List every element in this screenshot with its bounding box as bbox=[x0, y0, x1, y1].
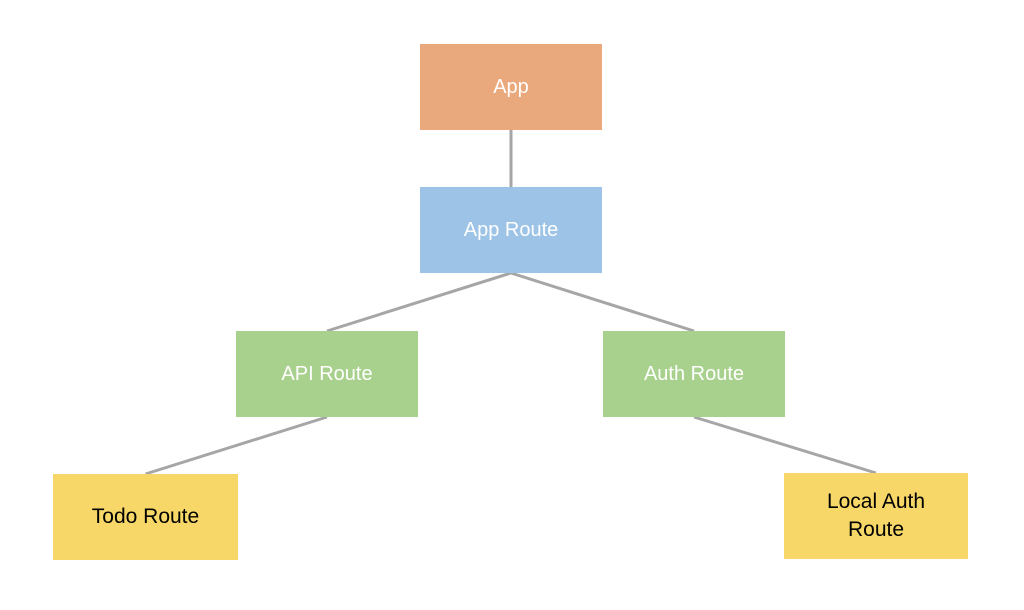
node-label-api-route: API Route bbox=[281, 362, 373, 385]
diagram-node-app-route: App Route bbox=[420, 187, 602, 273]
diagram-node-app: App bbox=[420, 44, 602, 130]
node-label-app: App bbox=[493, 75, 529, 98]
diagram-node-local-auth-route: Local Auth Route bbox=[784, 473, 968, 559]
edge-api-route-to-todo-route bbox=[145, 415, 328, 476]
diagram-node-auth-route: Auth Route bbox=[603, 331, 785, 417]
diagram-node-todo-route: Todo Route bbox=[53, 474, 238, 560]
diagram-node-api-route: API Route bbox=[236, 331, 418, 417]
edge-app-route-to-api-route bbox=[326, 271, 512, 333]
edge-auth-route-to-local-auth-route bbox=[693, 415, 877, 475]
node-label-local-auth-route: Local Auth Route bbox=[826, 489, 926, 541]
node-label-todo-route: Todo Route bbox=[91, 504, 200, 528]
node-label-auth-route: Auth Route bbox=[643, 362, 745, 385]
node-label-app-route: App Route bbox=[463, 218, 559, 241]
edge-app-route-to-auth-route bbox=[510, 271, 695, 333]
